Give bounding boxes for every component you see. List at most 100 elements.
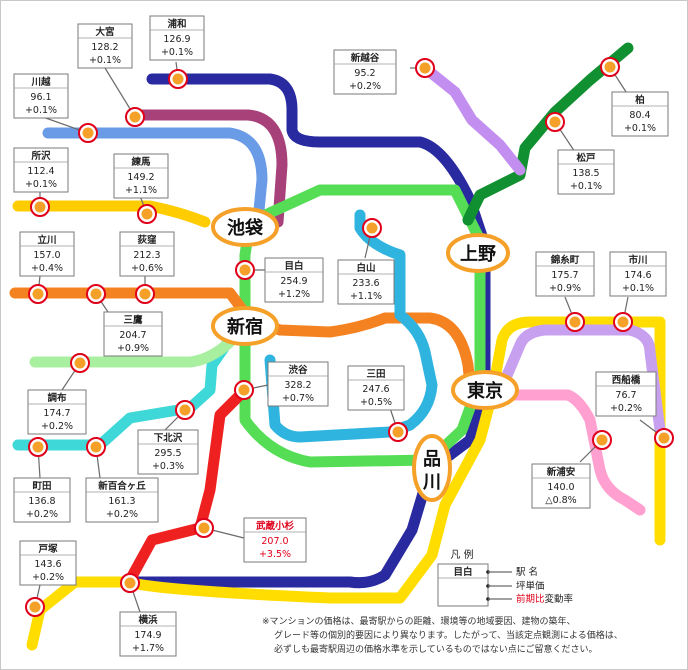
marker-ogikubo[interactable]: [135, 284, 155, 304]
marker-nerima[interactable]: [137, 204, 157, 224]
marker-shinyurigaoka[interactable]: [86, 437, 106, 457]
marker-musashikosugi[interactable]: [194, 518, 214, 538]
station-price: 233.6: [352, 278, 379, 289]
line-purple-sobu: [494, 324, 666, 436]
station-box-mejiro[interactable]: 目白 254.9 +1.2%: [264, 257, 324, 303]
station-price: 328.2: [284, 380, 311, 391]
station-price: 247.6: [362, 384, 389, 395]
station-box-tokorozawa[interactable]: 所沢 112.4 +0.1%: [13, 147, 69, 193]
station-box-tachikawa[interactable]: 立川 157.0 +0.4%: [19, 231, 75, 277]
marker-chofu[interactable]: [70, 353, 90, 373]
station-name: 横浜: [138, 614, 158, 626]
legend-item-prev: 前期比: [516, 593, 545, 605]
station-name: 浦和: [167, 18, 186, 30]
hub-shinagawa[interactable]: 品 川: [412, 434, 452, 502]
line-light-blue: [42, 127, 268, 226]
station-rate: +0.1%: [161, 47, 193, 58]
station-name: 新越谷: [351, 52, 380, 64]
marker-hakusan[interactable]: [362, 218, 382, 238]
marker-omiya[interactable]: [125, 107, 145, 127]
station-box-ichikawa[interactable]: 市川 174.6 +0.1%: [609, 251, 667, 297]
station-price: 174.6: [624, 270, 651, 281]
station-name: 町田: [32, 481, 51, 492]
station-rate: +0.2%: [610, 403, 642, 414]
legend-item-rate: 前期比変動率: [516, 593, 574, 605]
marker-mejiro[interactable]: [235, 260, 255, 280]
station-box-shinkoshigaya[interactable]: 新越谷 95.2 +0.2%: [333, 49, 397, 95]
station-price: 136.8: [28, 496, 55, 507]
hub-ikebukuro[interactable]: 池袋: [211, 207, 279, 247]
station-rate: +0.6%: [131, 263, 163, 274]
marker-kawagoe[interactable]: [78, 123, 98, 143]
hub-label: 上野: [460, 244, 496, 265]
hub-label-top: 品: [423, 449, 441, 470]
marker-tachikawa[interactable]: [28, 284, 48, 304]
marker-nishifunabashi[interactable]: [654, 428, 674, 448]
station-box-totsuka[interactable]: 戸塚 143.6 +0.2%: [19, 540, 77, 586]
station-rate: +3.5%: [259, 549, 291, 560]
marker-shinkoshigaya[interactable]: [415, 58, 435, 78]
legend-sample-name: 目白: [453, 566, 472, 578]
hub-shinjuku[interactable]: 新宿: [211, 306, 279, 346]
station-box-kashiwa[interactable]: 柏 80.4 +0.1%: [611, 91, 669, 137]
station-price: 157.0: [33, 250, 60, 261]
hub-tokyo[interactable]: 東京: [451, 370, 519, 410]
marker-shibuya[interactable]: [234, 380, 254, 400]
station-rate: +0.3%: [152, 461, 184, 472]
marker-machida[interactable]: [28, 437, 48, 457]
hub-ueno[interactable]: 上野: [446, 233, 510, 273]
station-box-chofu[interactable]: 調布 174.7 +0.2%: [27, 389, 87, 435]
station-box-ogikubo[interactable]: 荻窪 212.3 +0.6%: [119, 231, 175, 277]
station-box-omiya[interactable]: 大宮 128.2 +0.1%: [77, 23, 133, 69]
marker-kashiwa[interactable]: [600, 57, 620, 77]
station-box-mitaka[interactable]: 三鷹 204.7 +0.9%: [103, 311, 163, 357]
line-purple: [419, 62, 526, 176]
station-price: 254.9: [280, 276, 307, 287]
note-line-3: 必ずしも最寄駅周辺の価格水準を示しているものではない点にご留意ください。: [274, 643, 598, 655]
station-box-musashikosugi[interactable]: 武蔵小杉 207.0 +3.5%: [243, 517, 307, 563]
marker-kinshicho[interactable]: [565, 312, 585, 332]
station-box-kinshicho[interactable]: 錦糸町 175.7 +0.9%: [535, 251, 595, 297]
station-rate: +0.7%: [282, 393, 314, 404]
station-rate: +0.1%: [25, 105, 57, 116]
station-rate: +0.2%: [32, 572, 64, 583]
station-box-nerima[interactable]: 練馬 149.2 +1.1%: [113, 153, 169, 199]
station-box-machida[interactable]: 町田 136.8 +0.2%: [13, 477, 71, 523]
marker-yokohama[interactable]: [120, 573, 140, 593]
station-box-kawagoe[interactable]: 川越 96.1 +0.1%: [13, 73, 69, 119]
marker-matsudo[interactable]: [545, 112, 565, 132]
station-box-shinyurigaoka[interactable]: 新百合ヶ丘 161.3 +0.2%: [85, 477, 159, 523]
station-rate: △0.8%: [545, 495, 576, 506]
station-box-shibuya[interactable]: 渋谷 328.2 +0.7%: [267, 361, 329, 407]
line-magenta: [129, 109, 288, 228]
station-box-shimokitazawa[interactable]: 下北沢 295.5 +0.3%: [137, 429, 199, 475]
legend: 凡 例 目白 駅 名 坪単価 前期比変動率: [437, 548, 574, 607]
marker-tokorozawa[interactable]: [30, 197, 50, 217]
legend-box: [437, 563, 489, 607]
station-box-matsudo[interactable]: 松戸 138.5 +0.1%: [557, 149, 615, 195]
station-box-mita[interactable]: 三田 247.6 +0.5%: [347, 365, 405, 411]
station-rate: +0.2%: [106, 509, 138, 520]
line-light-green: [29, 336, 236, 368]
station-rate: +0.2%: [26, 509, 58, 520]
marker-shimokitazawa[interactable]: [175, 400, 195, 420]
station-price: 207.0: [261, 536, 288, 547]
station-box-nishifunabashi[interactable]: 西船橋 76.7 +0.2%: [595, 371, 657, 417]
marker-mitaka[interactable]: [86, 284, 106, 304]
station-box-shinurayasu[interactable]: 新浦安 140.0 △0.8%: [531, 463, 591, 509]
station-box-hakusan[interactable]: 白山 233.6 +1.1%: [337, 259, 395, 305]
station-rate: +1.1%: [350, 291, 382, 302]
station-price: 174.7: [43, 408, 70, 419]
station-box-yokohama[interactable]: 横浜 174.9 +1.7%: [119, 611, 177, 657]
marker-shinurayasu[interactable]: [592, 430, 612, 450]
marker-urawa[interactable]: [168, 69, 188, 89]
marker-totsuka[interactable]: [25, 597, 45, 617]
station-box-urawa[interactable]: 浦和 126.9 +0.1%: [149, 15, 205, 61]
hub-label-bottom: 川: [422, 472, 441, 493]
marker-mita[interactable]: [388, 422, 408, 442]
station-name: 白山: [356, 262, 375, 274]
station-price: 112.4: [27, 166, 54, 177]
station-price: 76.7: [615, 390, 636, 401]
station-price: 96.1: [30, 92, 51, 103]
marker-ichikawa[interactable]: [613, 312, 633, 332]
